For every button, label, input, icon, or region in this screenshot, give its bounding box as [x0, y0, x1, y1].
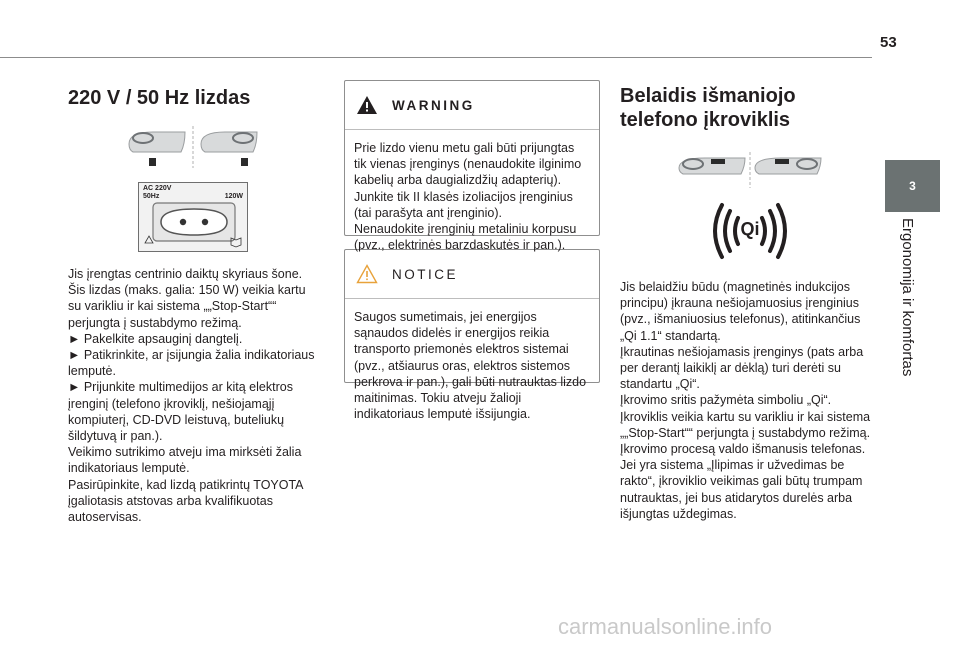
chapter-title: Ergonomija ir komfortas	[899, 218, 916, 377]
right-column: Belaidis išmaniojo telefono įkroviklis Q	[620, 80, 880, 522]
left-column: 220 V / 50 Hz lizdas AC 220V 50Hz 120W J…	[68, 80, 318, 525]
charger-body-text: Jis belaidžiu būdu (magnetinės indukcijo…	[620, 280, 871, 521]
warning-triangle-icon	[357, 96, 377, 114]
notice-triangle-icon	[356, 264, 378, 284]
socket-label-power: 120W	[224, 193, 243, 200]
watermark: carmanualsonline.info	[558, 614, 773, 639]
middle-column: WARNING Prie lizdo vienu metu gali būti …	[344, 80, 600, 421]
dashboard-location-figure	[128, 126, 258, 168]
socket-label-frequency: 50Hz	[143, 193, 160, 200]
socket-heading: 220 V / 50 Hz lizdas	[68, 87, 251, 109]
header-rule	[0, 57, 872, 58]
page-number: 53	[880, 34, 897, 51]
socket-figure: AC 220V 50Hz 120W	[138, 182, 248, 252]
qi-symbol-figure: Qi	[700, 200, 800, 262]
notice-box: NOTICE Saugos sumetimais, jei energijos …	[344, 249, 600, 421]
chapter-tab[interactable]: 3	[885, 160, 940, 212]
warning-header: WARNING	[354, 91, 590, 119]
warning-divider	[345, 129, 599, 130]
socket-outlet-icon	[144, 202, 242, 248]
notice-header: NOTICE	[354, 260, 590, 288]
charger-heading: Belaidis išmaniojo telefono įkroviklis	[620, 85, 796, 131]
wireless-waves-icon	[713, 203, 787, 259]
steering-wheel-left-icon	[678, 157, 746, 175]
notice-body-text: Saugos sumetimais, jei energijos sąnaudo…	[354, 310, 587, 422]
notice-label: NOTICE	[392, 266, 459, 282]
steering-wheel-left-icon	[128, 131, 186, 166]
qi-label: Qi	[740, 219, 760, 239]
steering-wheel-right-icon	[200, 131, 258, 166]
notice-divider	[345, 298, 599, 299]
chapter-number: 3	[909, 179, 916, 193]
steering-wheel-right-icon	[754, 157, 822, 175]
warning-label: WARNING	[392, 97, 475, 113]
warning-box: WARNING Prie lizdo vienu metu gali būti …	[344, 80, 600, 252]
warning-body-text: Prie lizdo vienu metu gali būti prijungt…	[354, 141, 582, 253]
charger-location-figure	[678, 152, 822, 188]
socket-label-voltage: AC 220V	[143, 185, 172, 192]
socket-body-text: Jis įrengtas centrinio daiktų skyriaus š…	[68, 267, 315, 525]
